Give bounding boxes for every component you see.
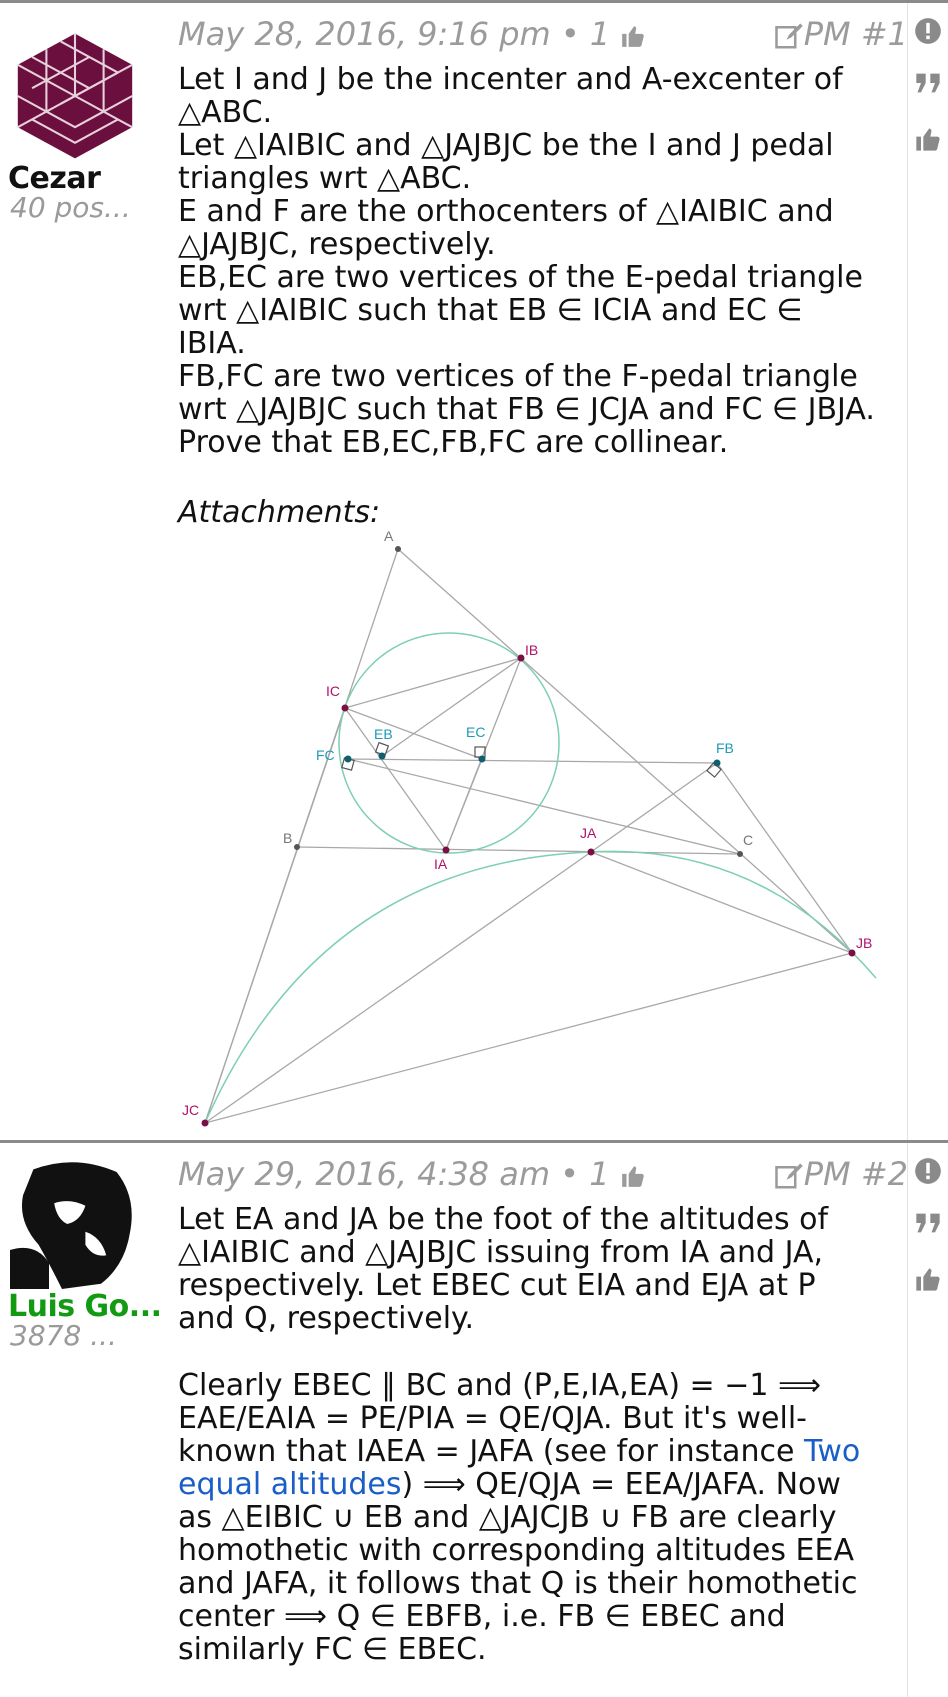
point-label: JC <box>182 1102 199 1118</box>
post-paragraph: Let △IAIBIC and △JAJBJC be the I and J p… <box>178 128 834 196</box>
like-count: 1 <box>589 15 611 53</box>
point-label: IB <box>525 642 538 658</box>
post-actions <box>907 3 948 1140</box>
post-meta: May 29, 2016, 4:38 am • 1 <box>178 1155 808 1193</box>
point-label: JB <box>856 935 872 951</box>
user-post-count: 3878 ... <box>10 1319 117 1352</box>
edit-icon <box>775 23 803 49</box>
user-post-count: 40 pos... <box>10 191 131 224</box>
post-paragraph: FB,FC are two vertices of the F-pedal tr… <box>178 359 875 427</box>
point-label: EC <box>466 724 485 740</box>
point-label: FC <box>316 747 335 763</box>
avatar[interactable] <box>10 1159 140 1289</box>
post-date: May 29, 2016, 4:38 am <box>178 1155 550 1193</box>
thumbs-up-icon[interactable] <box>914 125 942 153</box>
point-label: IA <box>434 856 448 872</box>
post-paragraph: Clearly EBEC ∥ BC and (P,E,IA,EA) = −1 ⟹… <box>178 1368 861 1667</box>
post-date: May 28, 2016, 9:16 pm <box>178 15 551 53</box>
thumbs-up-icon[interactable] <box>914 1265 942 1293</box>
post-paragraph: Let EA and JA be the foot of the altitud… <box>178 1202 829 1336</box>
post-paragraph: E and F are the orthocenters of △IAIBIC … <box>178 194 834 262</box>
quote-icon[interactable] <box>914 1209 942 1237</box>
point-label: A <box>384 528 394 544</box>
post-2: Luis Go... 3878 ... May 29, 2016, 4:38 a… <box>0 1140 948 1697</box>
post-body: Let EA and JA be the foot of the altitud… <box>178 1203 878 1666</box>
quote-icon[interactable] <box>914 69 942 97</box>
post-meta: May 28, 2016, 9:16 pm • 1 <box>178 15 808 53</box>
post-paragraph: EB,EC are two vertices of the E-pedal tr… <box>178 260 863 361</box>
point-label: IC <box>326 683 340 699</box>
report-icon[interactable] <box>914 1157 942 1185</box>
thumbs-up-icon <box>621 1166 644 1187</box>
pm-link[interactable]: PM #1 <box>774 15 908 53</box>
username[interactable]: Cezar <box>8 161 101 196</box>
post-actions <box>907 1143 948 1697</box>
post-paragraph: Let I and J be the incenter and A-excent… <box>178 62 843 130</box>
two-equal-altitudes-link[interactable]: Two equal altitudes <box>178 1434 861 1502</box>
pm-link[interactable]: PM #2 <box>774 1155 908 1193</box>
like-count: 1 <box>589 1155 610 1193</box>
thumbs-up-icon <box>622 26 645 47</box>
post-1: Cezar 40 pos... May 28, 2016, 9:16 pm • … <box>0 0 948 1140</box>
attachment-figure[interactable]: A B C IA IB IC EB EC FB FC JA JB JC <box>150 525 890 1137</box>
post-paragraph: Prove that EB,EC,FB,FC are collinear. <box>178 425 729 460</box>
point-label: JA <box>580 825 597 841</box>
post-body: Let I and J be the incenter and A-excent… <box>178 63 878 459</box>
point-label: FB <box>716 740 734 756</box>
edit-icon <box>775 1163 803 1189</box>
username[interactable]: Luis Go... <box>8 1289 162 1324</box>
point-label: EB <box>374 726 393 742</box>
point-label: C <box>743 832 753 848</box>
point-label: B <box>283 830 292 846</box>
attachments-label: Attachments: <box>178 495 381 530</box>
report-icon[interactable] <box>914 17 942 45</box>
avatar[interactable] <box>10 31 140 161</box>
